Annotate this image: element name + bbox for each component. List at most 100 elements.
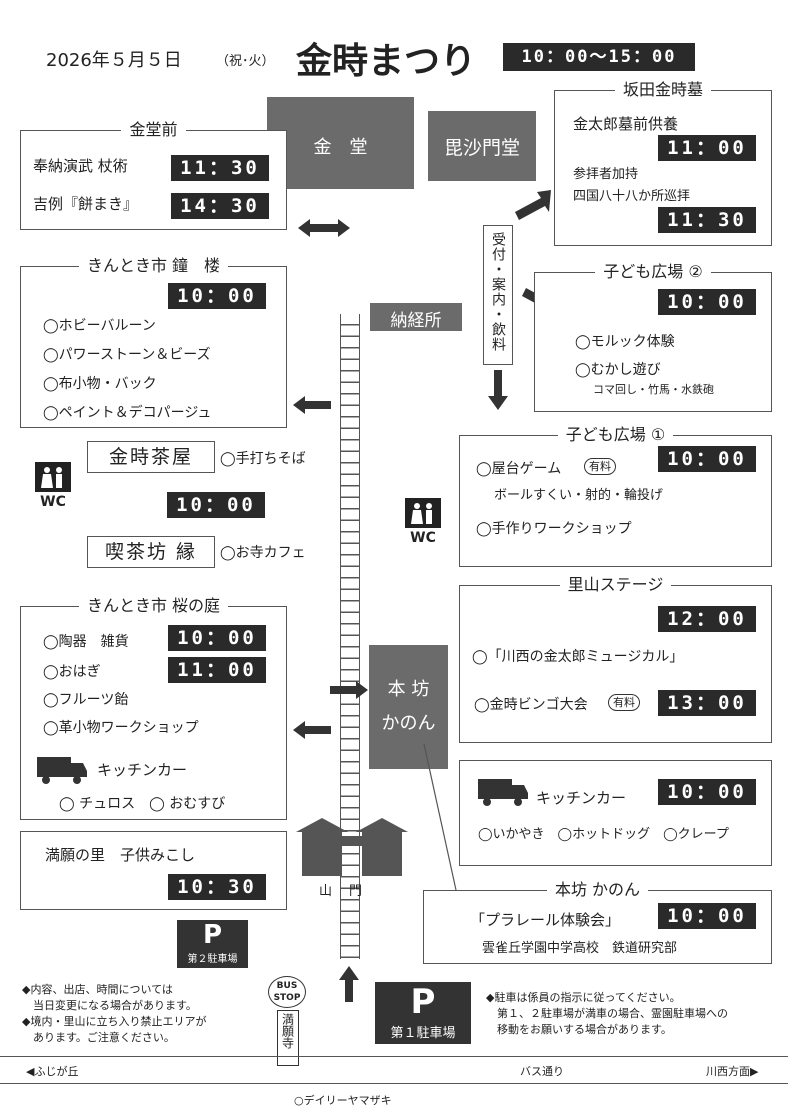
note-right-3: 移動をお願いする場合があります。 [486, 1023, 672, 1036]
sakata-line-1: 参拝者加持 [573, 167, 639, 182]
satoyama-item-1: ◯「川西の金太郎ミュージカル」 [472, 649, 684, 665]
kodomo1-box: 子ども広場 ① ◯屋台ゲーム 有料 10：00 ボールすくい・射的・輪投げ ◯手… [459, 425, 772, 567]
wc-left: WC [30, 462, 76, 510]
kodomo1-time: 10：00 [658, 446, 756, 472]
road-center: バス通り [520, 1065, 564, 1078]
sakura-row-1-label: ◯陶器 雑貨 [43, 634, 129, 650]
shoro-time: 10：00 [168, 283, 266, 309]
toilet-icon-right [405, 498, 441, 528]
satoyama-box: 里山ステージ 12：00 ◯「川西の金太郎ミュージカル」 ◯金時ビンゴ大会 有料… [459, 575, 772, 743]
satoyama-item-2: ◯金時ビンゴ大会 [474, 697, 588, 713]
bus-road: ◀ふじが丘 バス通り 川西方面▶ [0, 1056, 788, 1084]
parking-2-p: P [202, 920, 223, 950]
reception-sign: 受付・案内・飲料 [483, 225, 513, 365]
bishamon-label: 毘沙門堂 [443, 137, 520, 159]
sakata-time-2: 11：30 [658, 207, 756, 233]
arrow-down-icon [488, 370, 508, 410]
sakura-title: きんとき市 桜の庭 [78, 596, 229, 615]
event-title: 金時まつり [296, 41, 477, 82]
bus-stop: BUS STOP 満願寺 [268, 976, 308, 1076]
parking-1-p: P [410, 982, 436, 1022]
arrow-up-icon [339, 966, 359, 1002]
double-arrow-icon [298, 219, 350, 237]
kodomo2-item-1: ◯モルック体験 [575, 334, 675, 350]
kondomae-title: 金堂前 [121, 120, 186, 139]
kitchen-car-icon-right [478, 779, 528, 806]
kissa-box: 喫茶坊 縁 [87, 536, 215, 568]
notes-right: ◆駐車は係員の指示に従ってください。 第１、２駐車場が満車の場合、霊園駐車場への… [486, 990, 728, 1038]
note-left-4: あります。ご注意ください。 [22, 1031, 175, 1044]
event-date: 2026年５月５日 [46, 50, 182, 71]
wc-right: WC [400, 498, 446, 546]
sakata-row-1-label: 金太郎墓前供養 [573, 115, 679, 133]
chaya-note: ◯手打ちそば [220, 451, 306, 467]
kodomo2-item-2: ◯むかし遊び [575, 362, 661, 378]
event-hours: 10：00〜15：00 [503, 43, 695, 71]
sanmon-gate-icon [296, 818, 408, 876]
satoyama-badge: 有料 [608, 694, 640, 711]
kissa-note: ◯お寺カフェ [220, 545, 306, 561]
sakura-item-2: ◯革小物ワークショップ [43, 720, 199, 736]
bus-stop-top: BUS [276, 981, 298, 991]
kondomae-row-2-time: 14：30 [171, 193, 269, 219]
header: 2026年５月５日 （祝･火） 金時まつり 10：00〜15：00 [46, 38, 746, 82]
parking-2-label: 第２駐車場 [187, 954, 238, 965]
bus-stop-stop: STOP [273, 993, 301, 1003]
kodomo1-item-1: ◯屋台ゲーム [476, 461, 562, 477]
kitchen-car-icon [37, 757, 87, 784]
daily-yamazaki: ○デイリーヤマザキ [294, 1094, 392, 1107]
kodomo1-item-2: ◯手作りワークショップ [476, 521, 632, 537]
kodomo2-box: 子ども広場 ② 10：00 ◯モルック体験 ◯むかし遊び コマ回し・竹馬・水鉄砲 [534, 262, 772, 412]
wc-right-label: WC [410, 530, 436, 546]
sakata-line-2: 四国八十八か所巡拝 [573, 189, 691, 204]
shoro-item-4: ◯ペイント＆デコパージュ [43, 405, 212, 421]
bus-stop-name: 満願寺 [280, 1013, 295, 1049]
sakura-row-2-time: 11：00 [168, 657, 266, 683]
sakata-row-1-time: 11：00 [658, 135, 756, 161]
mikoshi-time: 10：30 [168, 874, 266, 900]
nokyo-label: 納経所 [390, 311, 442, 331]
sakata-title: 坂田金時墓 [614, 80, 711, 99]
note-left-3: ◆境内・里山に立ち入り禁止エリアが [22, 1015, 207, 1028]
kodomo1-title: 子ども広場 ① [557, 425, 674, 444]
kitchen-right-items: ◯いかやき ◯ホットドッグ ◯クレープ [478, 827, 729, 842]
kondomae-box: 金堂前 奉納演武 杖術 11：30 吉例『餅まき』 14：30 [20, 120, 287, 230]
shoro-item-3: ◯布小物・バック [43, 376, 157, 392]
kodomo1-badge: 有料 [584, 458, 616, 475]
honbo-box-sub: 雲雀丘学園中学高校 鉄道研究部 [482, 941, 678, 956]
kitchen-right-box: キッチンカー 10：00 ◯いかやき ◯ホットドッグ ◯クレープ [459, 760, 772, 866]
parking-1-label: 第１駐車場 [390, 1026, 456, 1041]
kondo-label: 金 堂 [313, 137, 368, 158]
road-left: ◀ふじが丘 [26, 1065, 79, 1078]
kondomae-row-2-label: 吉例『餅まき』 [33, 195, 139, 213]
kitchen-right-label: キッチンカー [536, 789, 627, 807]
sakura-kitchen-items: ◯ チュロス ◯ おむすび [59, 796, 226, 812]
satoyama-time-1: 12：00 [658, 606, 756, 632]
bus-stop-name-box: 満願寺 [277, 1010, 299, 1066]
note-left-2: 当日変更になる場合があります。 [22, 999, 197, 1012]
shoro-item-2: ◯パワーストーン＆ビーズ [43, 347, 211, 363]
sakura-row-2-label: ◯おはぎ [43, 664, 101, 680]
nokyo-building: 納経所 [370, 303, 462, 331]
kondo-building: 金 堂 [267, 97, 414, 189]
sakura-item-1: ◯フルーツ飴 [43, 692, 129, 708]
sakata-box: 坂田金時墓 金太郎墓前供養 11：00 参拝者加持 四国八十八か所巡拝 11：3… [554, 80, 772, 246]
notes-left: ◆内容、出店、時間については 当日変更になる場合があります。 ◆境内・里山に立ち… [22, 982, 206, 1046]
kondomae-row-1-time: 11：30 [171, 155, 269, 181]
shoro-item-1: ◯ホビーバルーン [43, 318, 156, 334]
kodomo2-sub: コマ回し・竹馬・水鉄砲 [593, 383, 714, 396]
kitchen-right-time: 10：00 [658, 779, 756, 805]
mikoshi-box: 満願の里 子供みこし 10：30 [20, 831, 287, 910]
event-day: （祝･火） [216, 54, 275, 69]
sakura-box: きんとき市 桜の庭 ◯陶器 雑貨 10：00 ◯おはぎ 11：00 ◯フルーツ飴… [20, 596, 287, 820]
parking-2: P 第２駐車場 [177, 920, 248, 968]
parking-1: P 第１駐車場 [375, 982, 471, 1044]
note-right-2: 第１、２駐車場が満車の場合、霊園駐車場への [486, 1007, 728, 1020]
chaya-name: 金時茶屋 [108, 446, 193, 468]
sakura-kitchen-label: キッチンカー [97, 761, 188, 779]
honbo-box-title: 本坊 かのん [546, 880, 649, 899]
honbo-label-2: かのん [381, 713, 436, 734]
shoro-box: きんとき市 鐘 楼 10：00 ◯ホビーバルーン ◯パワーストーン＆ビーズ ◯布… [20, 256, 287, 428]
note-left-1: ◆内容、出店、時間については [22, 983, 173, 996]
honbo-box-label: 「プラレール体験会」 [470, 911, 621, 929]
